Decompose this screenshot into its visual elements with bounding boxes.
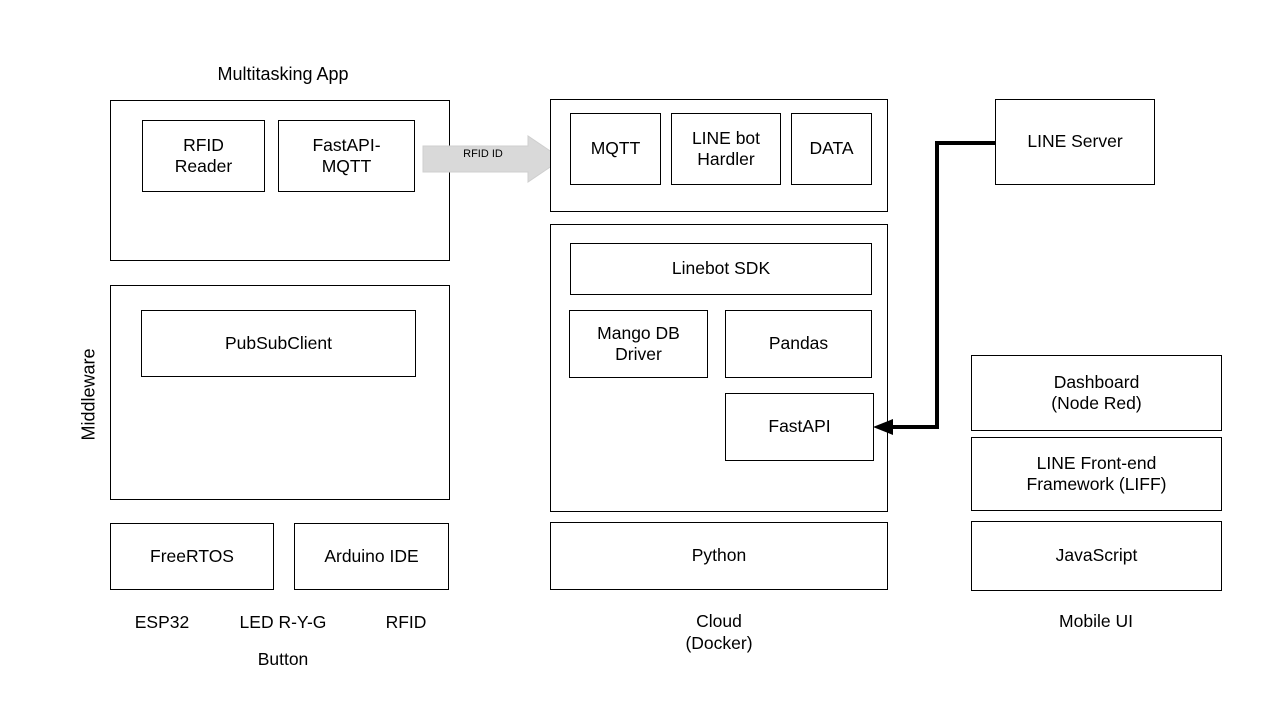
box-arduino-ide[interactable]: Arduino IDE: [294, 523, 449, 590]
edge-label-rfid-id: RFID ID: [463, 148, 503, 160]
caption-esp32: ESP32: [134, 612, 190, 632]
box-javascript[interactable]: JavaScript: [971, 521, 1222, 591]
caption-rfid: RFID: [385, 612, 427, 632]
box-pubsubclient[interactable]: PubSubClient: [141, 310, 416, 377]
group-title-multitasking-app: Multitasking App: [217, 64, 349, 84]
box-data[interactable]: DATA: [791, 113, 872, 185]
group-label-middleware: Middleware: [78, 348, 99, 441]
box-mango-db-driver[interactable]: Mango DB Driver: [569, 310, 708, 378]
box-liff[interactable]: LINE Front-end Framework (LIFF): [971, 437, 1222, 511]
box-freertos[interactable]: FreeRTOS: [110, 523, 274, 590]
box-linebot-sdk[interactable]: Linebot SDK: [570, 243, 872, 295]
caption-cloud-docker: Cloud (Docker): [685, 611, 753, 653]
caption-mobile-ui: Mobile UI: [1059, 611, 1133, 631]
box-fastapi-mqtt[interactable]: FastAPI- MQTT: [278, 120, 415, 192]
box-pandas[interactable]: Pandas: [725, 310, 872, 378]
box-line-server[interactable]: LINE Server: [995, 99, 1155, 185]
box-dashboard-node-red[interactable]: Dashboard (Node Red): [971, 355, 1222, 431]
caption-led-ryg: LED R-Y-G: [239, 612, 327, 632]
box-fastapi[interactable]: FastAPI: [725, 393, 874, 461]
box-mqtt[interactable]: MQTT: [570, 113, 661, 185]
caption-button: Button: [257, 649, 309, 669]
box-rfid-reader[interactable]: RFID Reader: [142, 120, 265, 192]
box-python[interactable]: Python: [550, 522, 888, 590]
box-line-bot-hardler[interactable]: LINE bot Hardler: [671, 113, 781, 185]
